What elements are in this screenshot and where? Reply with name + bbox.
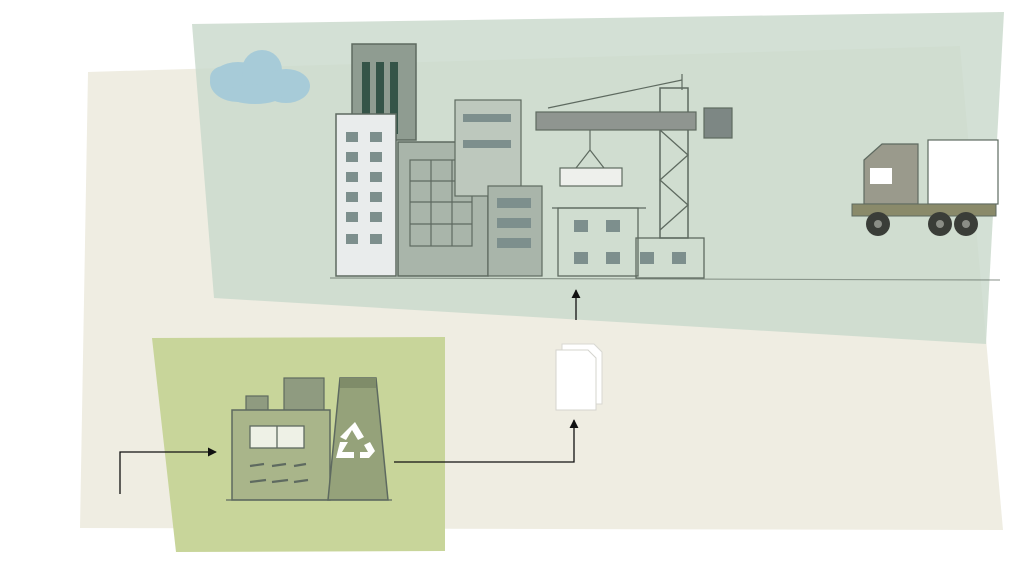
document-icon	[555, 343, 603, 411]
input-arrow	[119, 447, 217, 494]
truck-icon	[851, 139, 999, 236]
cloud-icon	[210, 50, 310, 104]
building-icon	[329, 43, 1001, 281]
factory-to-document-arrow	[394, 419, 579, 463]
crane-icon	[535, 74, 733, 239]
recycling-factory-icon	[226, 377, 392, 501]
recycle-icon	[336, 422, 375, 458]
